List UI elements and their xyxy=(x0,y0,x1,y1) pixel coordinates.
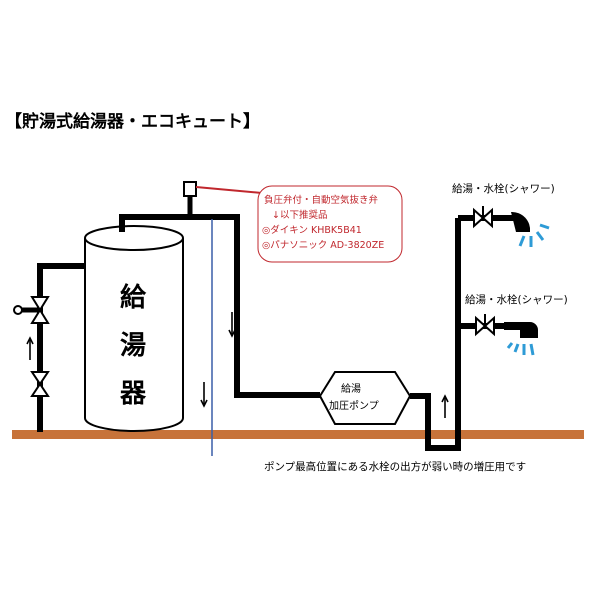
valve-note-line4: ◎パナソニック AD-3820ZE xyxy=(262,240,384,251)
down-arrow-icon xyxy=(200,382,208,408)
valve-note-line2: ↓以下推奨品 xyxy=(272,209,327,221)
air-vent-valve-icon xyxy=(183,181,197,197)
up-arrow-icon xyxy=(26,336,34,360)
pump-label-1: 給湯 xyxy=(341,382,361,395)
down-arrow-icon xyxy=(228,312,236,338)
water-spray-icon xyxy=(518,223,550,247)
check-valve-icon xyxy=(30,371,50,397)
water-heater-tank xyxy=(84,225,184,432)
diagram-caption: ポンプ最高位置にある水栓の出方が弱い時の増圧用です xyxy=(264,460,526,473)
supply-pipe xyxy=(18,263,88,432)
water-spray-icon xyxy=(506,342,535,356)
valve-note-box xyxy=(257,185,403,263)
booster-pump xyxy=(318,371,412,425)
diagram-title: 【貯湯式給湯器・エコキュート】 xyxy=(5,111,260,132)
valve-note-line1: 負圧弁付・自動空気抜き弁 xyxy=(264,194,379,206)
valve-handle-icon xyxy=(13,305,23,315)
up-arrow-icon xyxy=(441,394,449,418)
note-leader-line xyxy=(195,186,263,194)
pump-label-2: 加圧ポンプ xyxy=(329,400,379,412)
tank-label-3: 器 xyxy=(119,379,147,409)
valve-note-line3: ◎ダイキン KHBK5B41 xyxy=(262,224,362,236)
shutoff-valve-icon xyxy=(30,296,50,324)
tank-label-2: 湯 xyxy=(120,331,146,361)
pump-outlet-pipe xyxy=(410,215,515,451)
shower-head-icon xyxy=(511,211,531,232)
faucet-bottom-label: 給湯・水栓(シャワー) xyxy=(465,293,568,306)
faucet-top-label: 給湯・水栓(シャワー) xyxy=(452,182,555,195)
tank-label-1: 給 xyxy=(120,282,147,313)
shower-head-icon xyxy=(504,322,538,338)
floor-line xyxy=(12,430,584,439)
